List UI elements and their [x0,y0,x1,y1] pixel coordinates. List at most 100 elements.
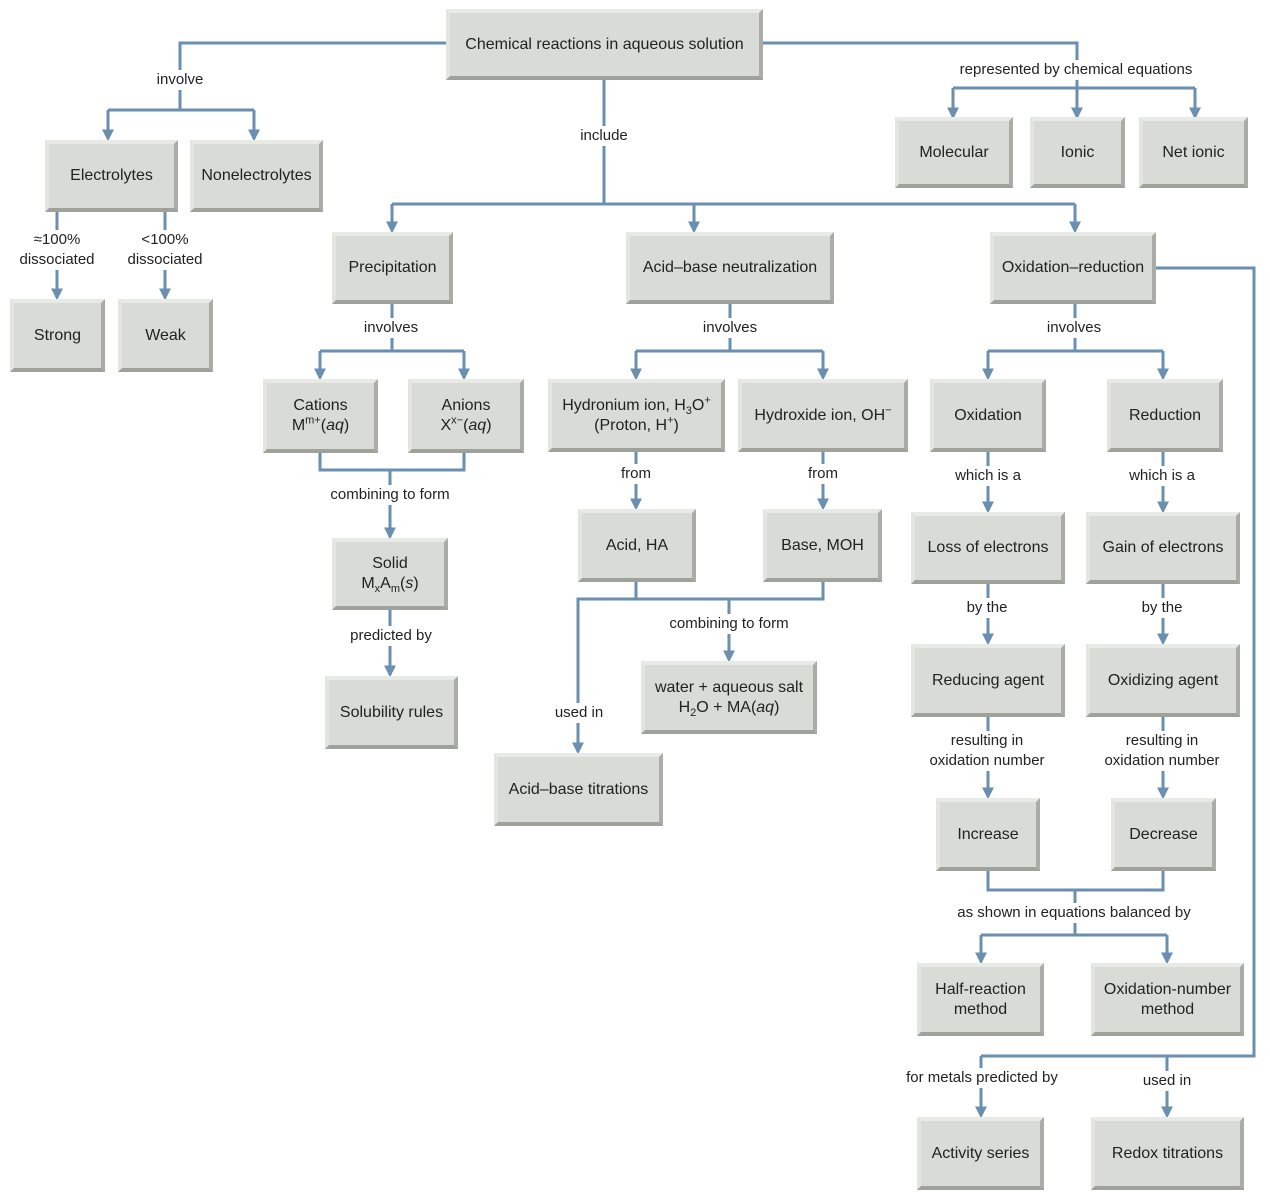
node-half-reaction-method: Half-reaction method [917,963,1044,1036]
half-reaction-line2: method [953,1000,1008,1018]
solid-open: ( [400,575,406,592]
label-predicted-by: predicted by [347,626,435,646]
proton-sup: + [667,414,674,427]
node-oxidizing-agent-label: Oxidizing agent [1107,671,1219,689]
node-oxidation-reduction-label: Oxidation–reduction [1001,259,1145,276]
solid-x-sub: x [374,583,381,596]
node-chemical-reactions: Chemical reactions in aqueous solution [446,9,763,80]
node-reduction: Reduction [1107,379,1223,452]
node-acid-base-neutralization-label: Acid–base neutralization [642,259,818,276]
hydroxide-line: Hydroxide ion, OH− [754,404,892,426]
node-nonelectrolytes: Nonelectrolytes [190,140,323,212]
hydronium-text: Hydronium ion, H [562,396,686,414]
solid-formula: MxAm(s) [361,574,418,596]
node-base-moh-label: Base, MOH [781,536,864,554]
anions-close: ) [486,417,492,434]
oxidation-number-line1: Oxidation-number [1103,980,1232,998]
node-redox-titrations-label: Redox titrations [1111,1144,1224,1162]
label-used-in-redox: used in [1139,1071,1195,1091]
label-combining-precipitation: combining to form [327,485,453,505]
node-decrease: Decrease [1111,798,1216,871]
node-solubility-rules-label: Solubility rules [339,703,444,721]
anions-line2: Xx−(aq) [440,415,492,436]
hydroxide-text: Hydroxide ion, OH [754,406,886,424]
node-solid: Solid MxAm(s) [332,538,448,610]
node-strong-label: Strong [33,326,82,344]
label-include: include [577,126,631,146]
node-nonelectrolytes-label: Nonelectrolytes [201,167,312,184]
hydronium-o: O [691,396,705,414]
anions-line1: Anions [441,397,491,414]
node-net-ionic-label: Net ionic [1162,143,1225,161]
label-approx-100-line2: dissociated [19,251,95,268]
node-reduction-label: Reduction [1128,406,1202,424]
cations-open: ( [320,417,327,434]
node-gain-of-electrons-label: Gain of electrons [1102,539,1224,556]
node-oxidizing-agent: Oxidizing agent [1086,644,1240,717]
cations-charge: m+ [305,414,321,427]
solid-m-sub: m [390,583,400,596]
node-increase-label: Increase [957,825,1019,843]
anions-open: ( [463,417,469,434]
hydronium-sub: 3 [685,404,692,417]
label-resulting-oxidation-line1: resulting in [950,732,1024,749]
node-electrolytes-label: Electrolytes [70,167,153,184]
node-acid-ha: Acid, HA [578,509,696,582]
solid-a: A [380,575,391,592]
label-from-acid: from [618,464,654,484]
label-resulting-oxidation-line2: oxidation number [929,752,1045,769]
node-redox-titrations: Redox titrations [1091,1117,1244,1190]
label-resulting-oxidation: resulting in oxidation number [926,731,1048,771]
node-loss-of-electrons-label: Loss of electrons [927,539,1049,556]
node-precipitation: Precipitation [332,232,453,304]
node-decrease-label: Decrease [1129,825,1198,843]
node-base-moh: Base, MOH [763,509,882,582]
half-reaction-line1: Half-reaction [935,980,1026,998]
node-activity-series: Activity series [917,1117,1044,1190]
label-involve: involve [153,70,207,90]
cations-state: aq [326,417,344,434]
label-involves-acid-base: involves [699,318,761,338]
label-less-100-line2: dissociated [127,251,203,268]
node-weak-label: Weak [145,326,186,344]
node-activity-series-label: Activity series [931,1144,1030,1162]
cations-symbol: M [291,417,306,434]
node-net-ionic: Net ionic [1139,117,1248,188]
node-acid-base-titrations: Acid–base titrations [494,753,663,826]
solid-m: M [361,575,375,592]
anions-state: aq [468,417,487,434]
hydroxide-sup: − [885,404,892,417]
node-solubility-rules: Solubility rules [325,676,458,749]
label-involves-precipitation: involves [360,318,422,338]
node-ionic: Ionic [1030,117,1125,188]
label-less-100-line1: <100% [141,231,189,248]
node-increase: Increase [936,798,1040,871]
node-molecular: Molecular [895,117,1013,188]
node-hydronium: Hydronium ion, H3O+ (Proton, H+) [548,379,725,452]
label-from-base: from [805,464,841,484]
node-anions: Anions Xx−(aq) [408,379,524,453]
node-oxidation-number-method: Oxidation-number method [1091,963,1244,1036]
node-reducing-agent-label: Reducing agent [931,671,1045,689]
label-by-the-oxidation: by the [963,598,1011,618]
node-weak: Weak [118,299,213,372]
label-resulting-reduction: resulting in oxidation number [1101,731,1223,771]
water-salt-line2: H2O + MA(aq) [678,698,780,719]
label-for-metals: for metals predicted by [903,1068,1061,1088]
node-strong: Strong [10,299,105,372]
label-resulting-reduction-line2: oxidation number [1104,752,1220,769]
node-precipitation-label: Precipitation [348,259,437,276]
cations-line1: Cations [293,397,348,414]
hydronium-line2: (Proton, H+) [594,414,679,436]
label-used-in-acid-base: used in [551,703,607,723]
node-acid-base-titrations-label: Acid–base titrations [508,780,649,798]
node-electrolytes: Electrolytes [45,140,178,212]
water-close: ) [774,698,780,716]
hydronium-line1: Hydronium ion, H3O+ [562,395,711,417]
oxidation-number-line2: method [1140,1000,1195,1018]
water-h: H [678,698,691,716]
label-represented-by: represented by chemical equations [956,60,1196,80]
node-acid-ha-label: Acid, HA [605,536,669,554]
label-as-shown: as shown in equations balanced by [954,903,1194,923]
